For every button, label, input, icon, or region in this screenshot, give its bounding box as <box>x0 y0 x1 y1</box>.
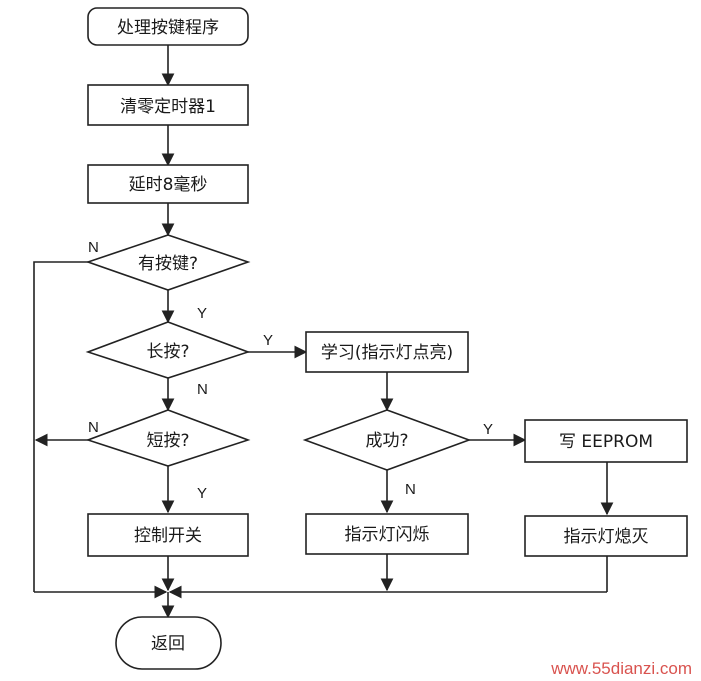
short-press-label: 短按? <box>146 431 189 451</box>
start-terminal <box>87 7 249 46</box>
delay-label: 延时8毫秒 <box>129 175 208 195</box>
learn-label: 学习(指示灯点亮) <box>321 343 453 363</box>
clear-timer-label: 清零定时器1 <box>120 97 216 117</box>
return-label: 返回 <box>151 634 185 654</box>
has-key-label: 有按键? <box>138 254 198 274</box>
indicator-flash-label: 指示灯闪烁 <box>345 525 430 545</box>
delay-box <box>87 164 249 204</box>
edge-haskey-no <box>33 261 88 592</box>
short-press-yes-label: Y <box>197 485 207 502</box>
indicator-flash-box <box>305 513 469 555</box>
clear-timer-box <box>87 84 249 126</box>
long-press-decision <box>85 321 251 379</box>
has-key-yes-label: Y <box>197 305 207 322</box>
short-press-no-label: N <box>88 419 99 436</box>
long-press-label: 长按? <box>146 342 189 362</box>
success-label: 成功? <box>365 431 408 451</box>
success-decision <box>302 409 472 471</box>
write-eeprom-label: 写 EEPROM <box>559 432 653 452</box>
long-press-yes-label: Y <box>263 332 273 349</box>
start-label: 处理按键程序 <box>117 18 219 38</box>
control-switch-label: 控制开关 <box>134 526 202 546</box>
indicator-off-label: 指示灯熄灭 <box>564 527 649 547</box>
control-switch-box <box>87 513 249 557</box>
has-key-decision <box>85 234 251 291</box>
long-press-no-label: N <box>197 381 208 398</box>
learn-box <box>305 331 469 373</box>
write-eeprom-box <box>524 419 688 463</box>
short-press-decision <box>85 409 251 467</box>
has-key-no-label: N <box>88 239 99 256</box>
indicator-off-box <box>524 515 688 557</box>
success-yes-label: Y <box>483 421 493 438</box>
connectors <box>33 45 614 619</box>
success-no-label: N <box>405 481 416 498</box>
return-terminal <box>115 616 222 670</box>
watermark-text: www.55dianzi.com <box>550 659 692 678</box>
